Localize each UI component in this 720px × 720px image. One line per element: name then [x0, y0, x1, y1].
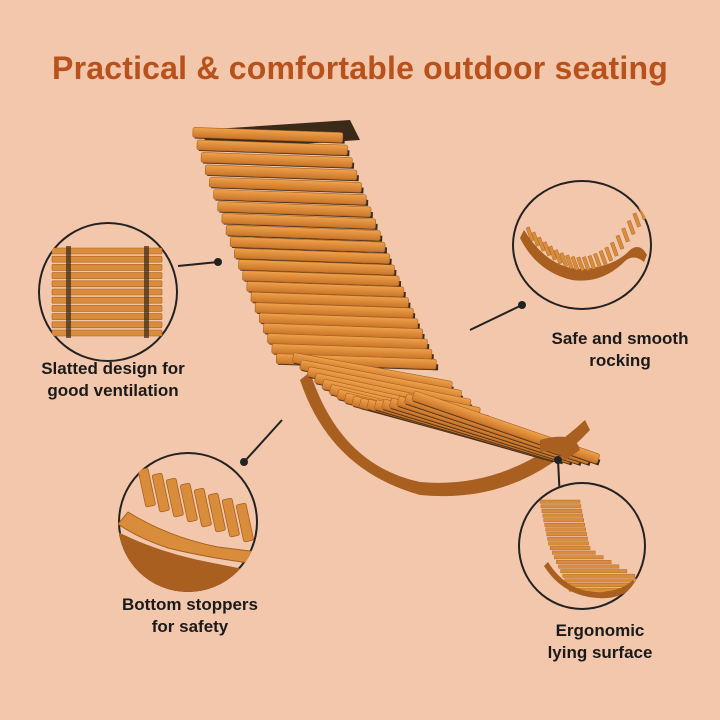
stopper-slat — [179, 482, 198, 523]
page-title: Practical & comfortable outdoor seating — [52, 50, 668, 86]
feature-stoppers-line2: for safety — [151, 617, 229, 636]
panel-slat — [51, 247, 163, 255]
stopper-slat — [137, 467, 156, 508]
front-slat — [541, 509, 583, 513]
feature-stoppers-line1: Bottom stoppers — [122, 595, 258, 614]
side-slat — [632, 212, 642, 228]
side-slat — [626, 220, 636, 235]
slat — [238, 259, 395, 276]
side-slat — [581, 256, 591, 272]
side-slat — [598, 250, 608, 266]
feature-rocking-line2: rocking — [589, 351, 651, 370]
side-slat — [570, 255, 580, 271]
feature-rocking-caption: Safe and smooth rocking — [520, 328, 720, 372]
side-slat — [548, 245, 557, 261]
front-slat — [547, 536, 588, 541]
front-slat — [543, 518, 584, 523]
panel-slat — [51, 288, 163, 296]
rocker-front-end — [540, 436, 580, 460]
side-slat — [615, 234, 625, 250]
lounger-front-view-icon — [518, 482, 646, 610]
slat — [200, 152, 353, 168]
front-slat — [545, 527, 586, 532]
side-slat — [587, 255, 597, 270]
front-slat — [540, 504, 582, 509]
front-rail — [544, 562, 636, 599]
panel-slat — [51, 272, 163, 279]
side-slat — [610, 241, 619, 257]
rocking-side-view-icon — [512, 180, 652, 310]
feature-stoppers-caption: Bottom stoppers for safety — [90, 594, 290, 638]
front-slat — [539, 499, 581, 504]
front-slat — [554, 555, 604, 560]
panel-slat — [51, 280, 163, 288]
stopper-slat — [221, 497, 240, 538]
slat — [213, 189, 367, 205]
feature-ergonomic-line1: Ergonomic — [555, 621, 645, 640]
slat — [250, 291, 409, 308]
panel-support — [144, 246, 149, 338]
slat — [242, 270, 400, 287]
slat — [229, 236, 386, 253]
slat — [217, 201, 372, 218]
front-slat — [564, 578, 643, 583]
feature-rocking-line1: Safe and smooth — [551, 329, 689, 348]
front-slat — [546, 532, 587, 537]
front-slat — [542, 513, 584, 518]
front-slat — [556, 560, 612, 564]
front-slat — [549, 546, 591, 550]
feature-ergonomic-line2: lying surface — [547, 643, 653, 662]
stopper-slat — [165, 477, 184, 518]
panel-slat — [51, 321, 163, 329]
slatted-back-detail-icon — [38, 222, 178, 362]
rail-close — [118, 532, 258, 592]
feature-slatted-line2: good ventilation — [47, 381, 179, 400]
stopper-slat — [207, 492, 226, 533]
panel-slat — [51, 296, 163, 304]
side-slat — [643, 197, 652, 213]
side-slat — [638, 205, 647, 220]
slat — [233, 248, 391, 264]
panel-slat — [51, 329, 163, 337]
feature-ergonomic-caption: Ergonomic lying surface — [500, 620, 700, 664]
feature-slatted-caption: Slatted design for good ventilation — [18, 358, 208, 402]
rocker-bottom — [118, 511, 258, 565]
slat — [204, 164, 358, 181]
panel-slat — [51, 264, 163, 271]
front-slat — [544, 522, 585, 527]
front-slat — [548, 541, 589, 546]
stopper-slat — [193, 487, 212, 528]
panel-slat — [51, 313, 163, 320]
front-slat — [562, 573, 636, 578]
side-slat — [593, 252, 602, 268]
stopper-slat — [151, 472, 170, 513]
side-slat — [542, 241, 552, 257]
feature-slatted-line1: Slatted design for — [41, 359, 185, 378]
side-slat — [604, 246, 614, 262]
slat — [209, 176, 362, 193]
front-slat — [558, 564, 620, 569]
slat — [221, 213, 377, 230]
slat — [225, 225, 381, 241]
slat — [196, 139, 348, 156]
side-slat — [559, 252, 569, 268]
side-slat — [553, 249, 563, 265]
side-rail — [520, 230, 647, 281]
slat — [246, 281, 405, 298]
rocker-rail — [300, 372, 590, 497]
front-slat — [551, 550, 596, 555]
front-slat — [560, 569, 628, 574]
side-slat — [621, 227, 630, 243]
panel-slat — [51, 255, 163, 263]
side-slat — [565, 254, 574, 270]
panel-slat — [51, 305, 163, 312]
slat — [192, 127, 344, 143]
stopper-slat — [235, 502, 254, 543]
panel-support — [66, 246, 71, 338]
bottom-stopper-detail-icon — [118, 452, 258, 592]
side-slat — [576, 256, 585, 272]
